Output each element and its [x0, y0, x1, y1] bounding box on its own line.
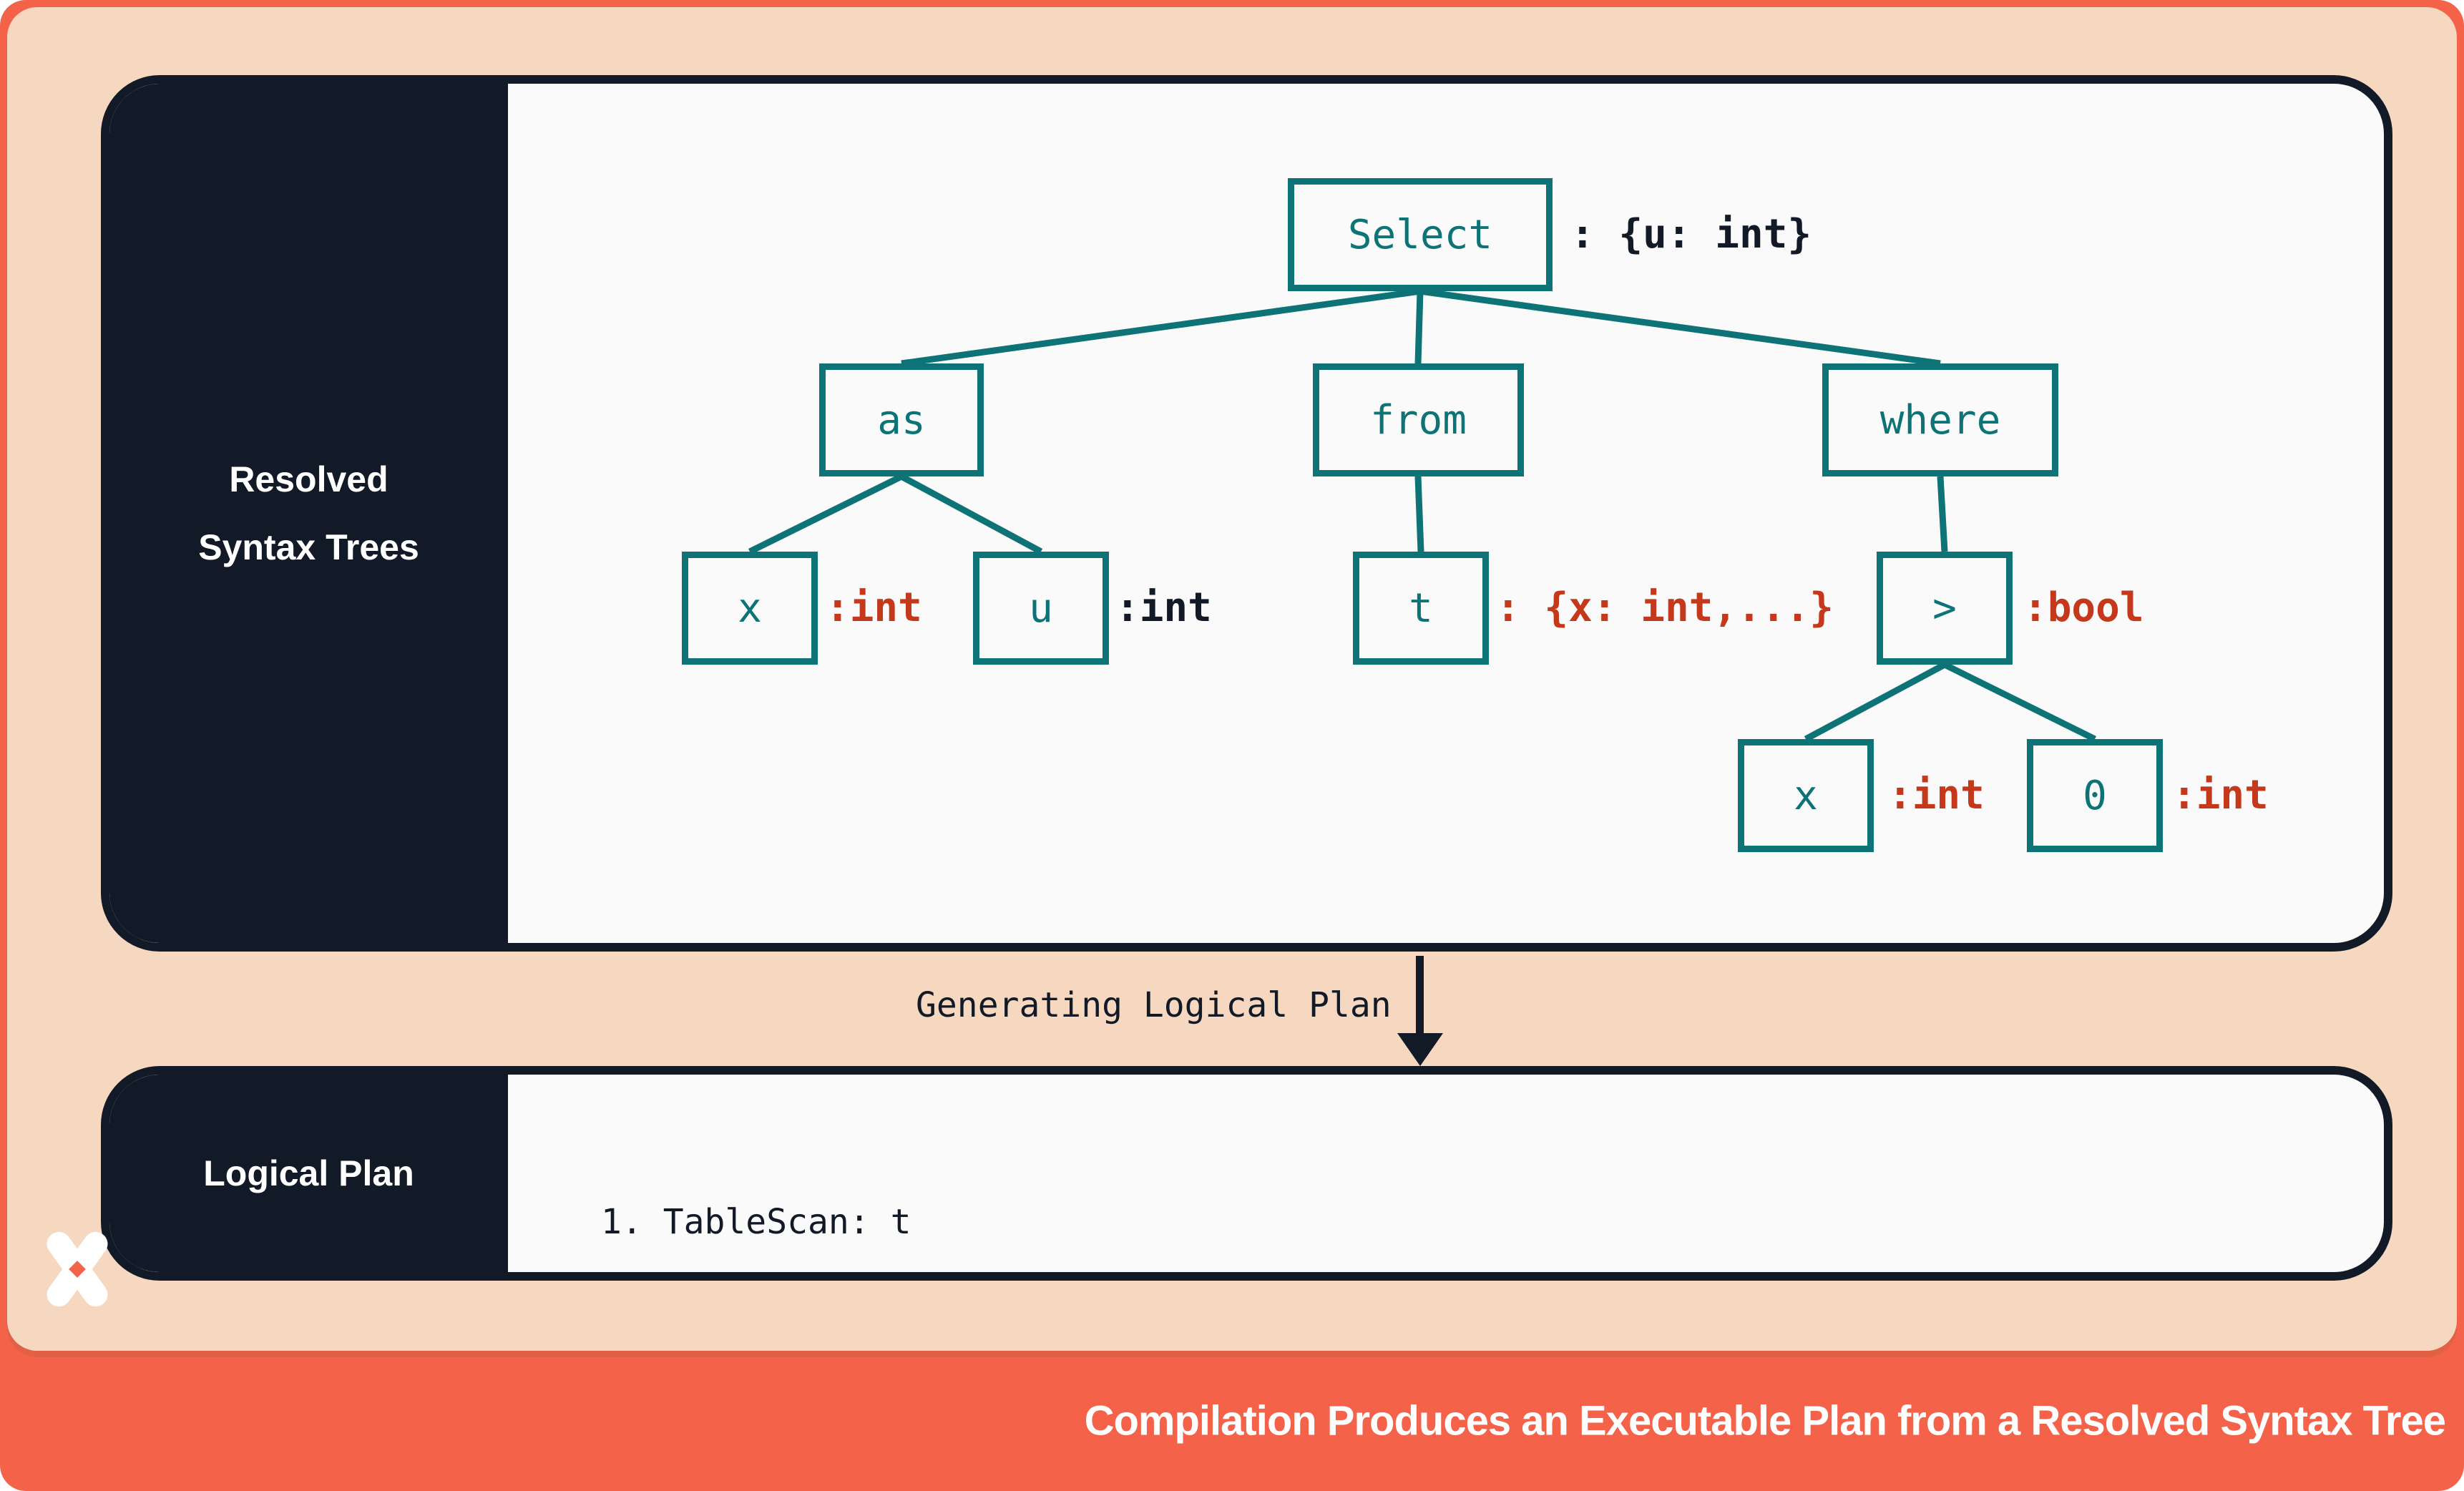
tree-node-as: as [819, 363, 984, 476]
tree-annotation-select: : {u: int} [1570, 211, 1812, 258]
tree-node-x-operand: x [1738, 739, 1874, 852]
logical-plan-panel: Logical Plan 1. TableScan: t 2. Filter: … [101, 1066, 2392, 1281]
tree-annotation-u: :int [1115, 585, 1212, 631]
edge-gt-zero [1943, 661, 2096, 743]
plan-steps-list: 1. TableScan: t 2. Filter: t.x > 0 3. Pr… [601, 1100, 1077, 1272]
tree-annotation-zero: :int [2172, 772, 2269, 818]
footer-caption: Compilation Produces an Executable Plan … [1084, 1397, 2446, 1444]
edge-select-where [1419, 288, 1941, 367]
tree-edges [748, 288, 2096, 743]
tree-node-where: where [1822, 363, 2058, 476]
tree-node-x-operand-label: x [1794, 772, 1818, 819]
down-arrow-line [1416, 956, 1424, 1033]
tree-node-select: Select [1288, 178, 1553, 291]
pinwheel-logo-icon [47, 1231, 108, 1307]
rst-sidebar-label-line1: Resolved [229, 459, 388, 499]
tree-annotation-t: : {x: int,...} [1496, 585, 1834, 631]
footer-bar: Compilation Produces an Executable Plan … [0, 1231, 2464, 1491]
tree-node-zero: 0 [2027, 739, 2163, 852]
edge-select-from [1414, 290, 1424, 364]
resolved-syntax-trees-panel: Resolved Syntax Trees Select : {u: int} … [101, 75, 2392, 952]
edge-where-gt [1937, 476, 1948, 552]
edge-select-as [901, 288, 1421, 367]
tree-node-t-label: t [1409, 585, 1433, 632]
tree-node-greater-than: > [1877, 552, 2013, 665]
tree-annotation-x-operand: :int [1888, 772, 1985, 818]
tree-node-x-alias: x [682, 552, 818, 665]
rst-sidebar: Resolved Syntax Trees [109, 84, 508, 943]
plan-sidebar-label: Logical Plan [203, 1153, 414, 1193]
tree-node-zero-label: 0 [2083, 772, 2107, 819]
tree-annotation-x-alias: :int [826, 585, 922, 631]
tree-node-u-label: u [1029, 585, 1053, 632]
transition-label: Generating Logical Plan [916, 985, 1392, 1025]
tree-node-greater-than-label: > [1932, 585, 1957, 632]
tree-node-from-label: from [1370, 396, 1467, 444]
tree-node-where-label: where [1879, 396, 2001, 444]
edge-as-u [899, 474, 1043, 554]
down-arrow-head-icon [1397, 1033, 1443, 1066]
tree-node-t: t [1353, 552, 1489, 665]
rst-sidebar-label-line2: Syntax Trees [198, 527, 419, 567]
tree-node-x-alias-label: x [738, 585, 762, 632]
tree-annotation-greater-than: :bool [2023, 585, 2144, 631]
edge-gt-x [1804, 662, 1947, 742]
plan-sidebar: Logical Plan [109, 1075, 508, 1272]
tree-node-as-label: as [877, 396, 926, 444]
edge-as-x [748, 473, 903, 555]
plan-step-1: 1. TableScan: t [601, 1202, 911, 1242]
tree-node-from: from [1313, 363, 1524, 476]
tree-node-select-label: Select [1347, 211, 1493, 258]
edge-from-t [1414, 476, 1424, 552]
tree-node-u: u [973, 552, 1109, 665]
